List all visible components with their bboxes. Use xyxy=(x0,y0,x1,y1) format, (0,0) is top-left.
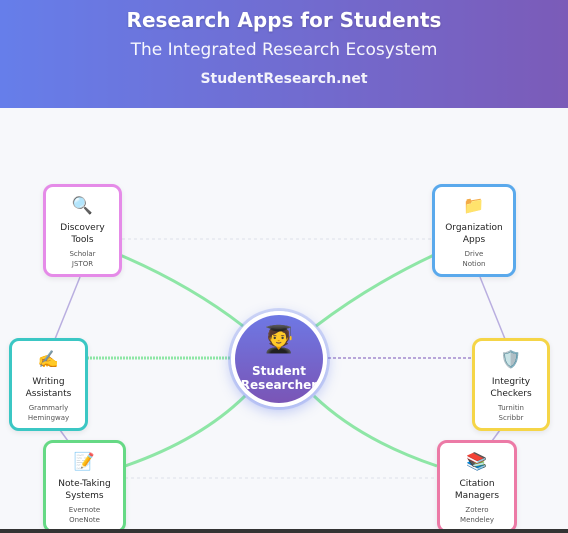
node-organization-apps[interactable]: 📁 Organization Apps Drive Notion xyxy=(432,184,516,277)
bottom-edge xyxy=(0,529,568,533)
link-center-citation xyxy=(312,394,438,468)
node-app: Zotero xyxy=(465,506,489,514)
page-header: Research Apps for Students The Integrate… xyxy=(0,0,568,108)
node-discovery-tools[interactable]: 🔍 Discovery Tools Scholar JSTOR xyxy=(43,184,122,277)
node-title: Writing Assistants xyxy=(25,377,72,399)
site-name: StudentResearch.net xyxy=(200,71,368,87)
memo-icon: 📝 xyxy=(73,452,96,472)
link-discovery-writing xyxy=(54,276,81,340)
link-writing-notetaking xyxy=(59,429,69,442)
center-node-student-researcher[interactable]: 🧑‍🎓 Student Researcher xyxy=(231,311,327,407)
node-title: Organization Apps xyxy=(445,223,503,245)
node-app: OneNote xyxy=(69,516,100,524)
page-title: Research Apps for Students xyxy=(126,8,442,32)
node-title: Integrity Checkers xyxy=(490,377,532,399)
node-app: Scholar xyxy=(69,250,96,258)
link-center-discovery xyxy=(119,253,244,328)
node-title: Citation Managers xyxy=(454,479,500,501)
center-label-line1: Student xyxy=(252,364,306,378)
node-citation-managers[interactable]: 📚 Citation Managers Zotero Mendeley xyxy=(437,440,517,533)
link-center-notetaking xyxy=(124,394,247,468)
node-app: Scribbr xyxy=(498,414,524,422)
student-icon: 🧑‍🎓 xyxy=(262,325,296,355)
shield-icon: 🛡️ xyxy=(500,350,522,370)
node-title: Discovery Tools xyxy=(60,223,105,245)
node-app: Grammarly xyxy=(28,404,69,412)
node-title: Note-Taking Systems xyxy=(58,479,111,501)
folder-icon: 📁 xyxy=(463,196,485,216)
link-integrity-citation xyxy=(491,429,501,442)
node-app: Notion xyxy=(462,260,486,268)
node-app: Turnitin xyxy=(498,404,524,412)
writing-hand-icon: ✍️ xyxy=(37,350,60,370)
page-subtitle: The Integrated Research Ecosystem xyxy=(130,40,438,60)
node-app: Mendeley xyxy=(460,516,494,524)
node-app: Evernote xyxy=(68,506,101,514)
node-app: JSTOR xyxy=(71,260,94,268)
center-label-line2: Researcher xyxy=(240,378,318,392)
link-center-organization xyxy=(315,253,435,328)
node-writing-assistants[interactable]: ✍️ Writing Assistants Grammarly Hemingwa… xyxy=(9,338,88,431)
node-app: Hemingway xyxy=(27,414,70,422)
node-note-taking-systems[interactable]: 📝 Note-Taking Systems Evernote OneNote xyxy=(43,440,126,533)
magnifier-icon: 🔍 xyxy=(71,196,94,216)
node-app: Drive xyxy=(464,250,484,258)
link-organization-integrity xyxy=(479,276,506,340)
node-integrity-checkers[interactable]: 🛡️ Integrity Checkers Turnitin Scribbr xyxy=(472,338,550,431)
books-icon: 📚 xyxy=(466,452,488,472)
